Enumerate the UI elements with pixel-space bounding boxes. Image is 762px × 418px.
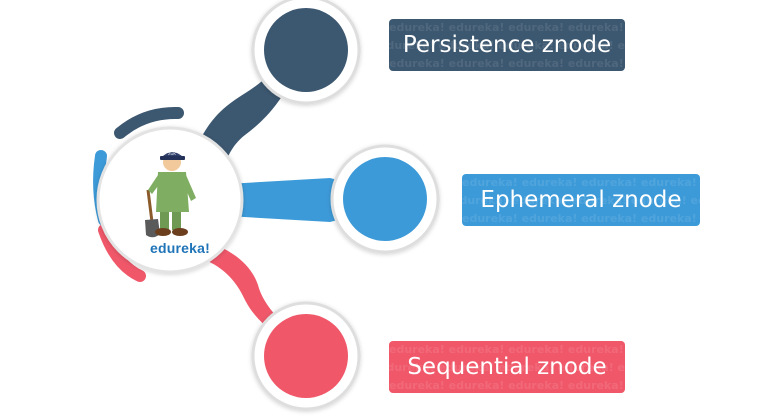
persistence-znode-label: Persistence znode (402, 32, 612, 58)
hub-arc-navy (114, 106, 184, 139)
ephemeral-znode-label-box: edureka! edureka! edureka! edureka! edur… (462, 174, 700, 226)
sequential-node-fill (264, 314, 348, 398)
branch-ephemeral-connector (210, 178, 345, 222)
persistence-znode-label-box: edureka! edureka! edureka! edureka! edur… (389, 19, 625, 71)
ephemeral-node-fill (343, 157, 427, 241)
sequential-znode-label-box: edureka! edureka! edureka! edureka! edur… (389, 341, 625, 393)
ephemeral-znode-label: Ephemeral znode (480, 187, 682, 213)
mascot-cap-badge: ZUK (168, 151, 176, 156)
mascot-with-shovel-icon: ZUK (145, 151, 196, 238)
sequential-znode-label: Sequential znode (407, 354, 607, 380)
edureka-brand-text: edureka! (150, 240, 210, 256)
persistence-node-fill (264, 8, 348, 92)
